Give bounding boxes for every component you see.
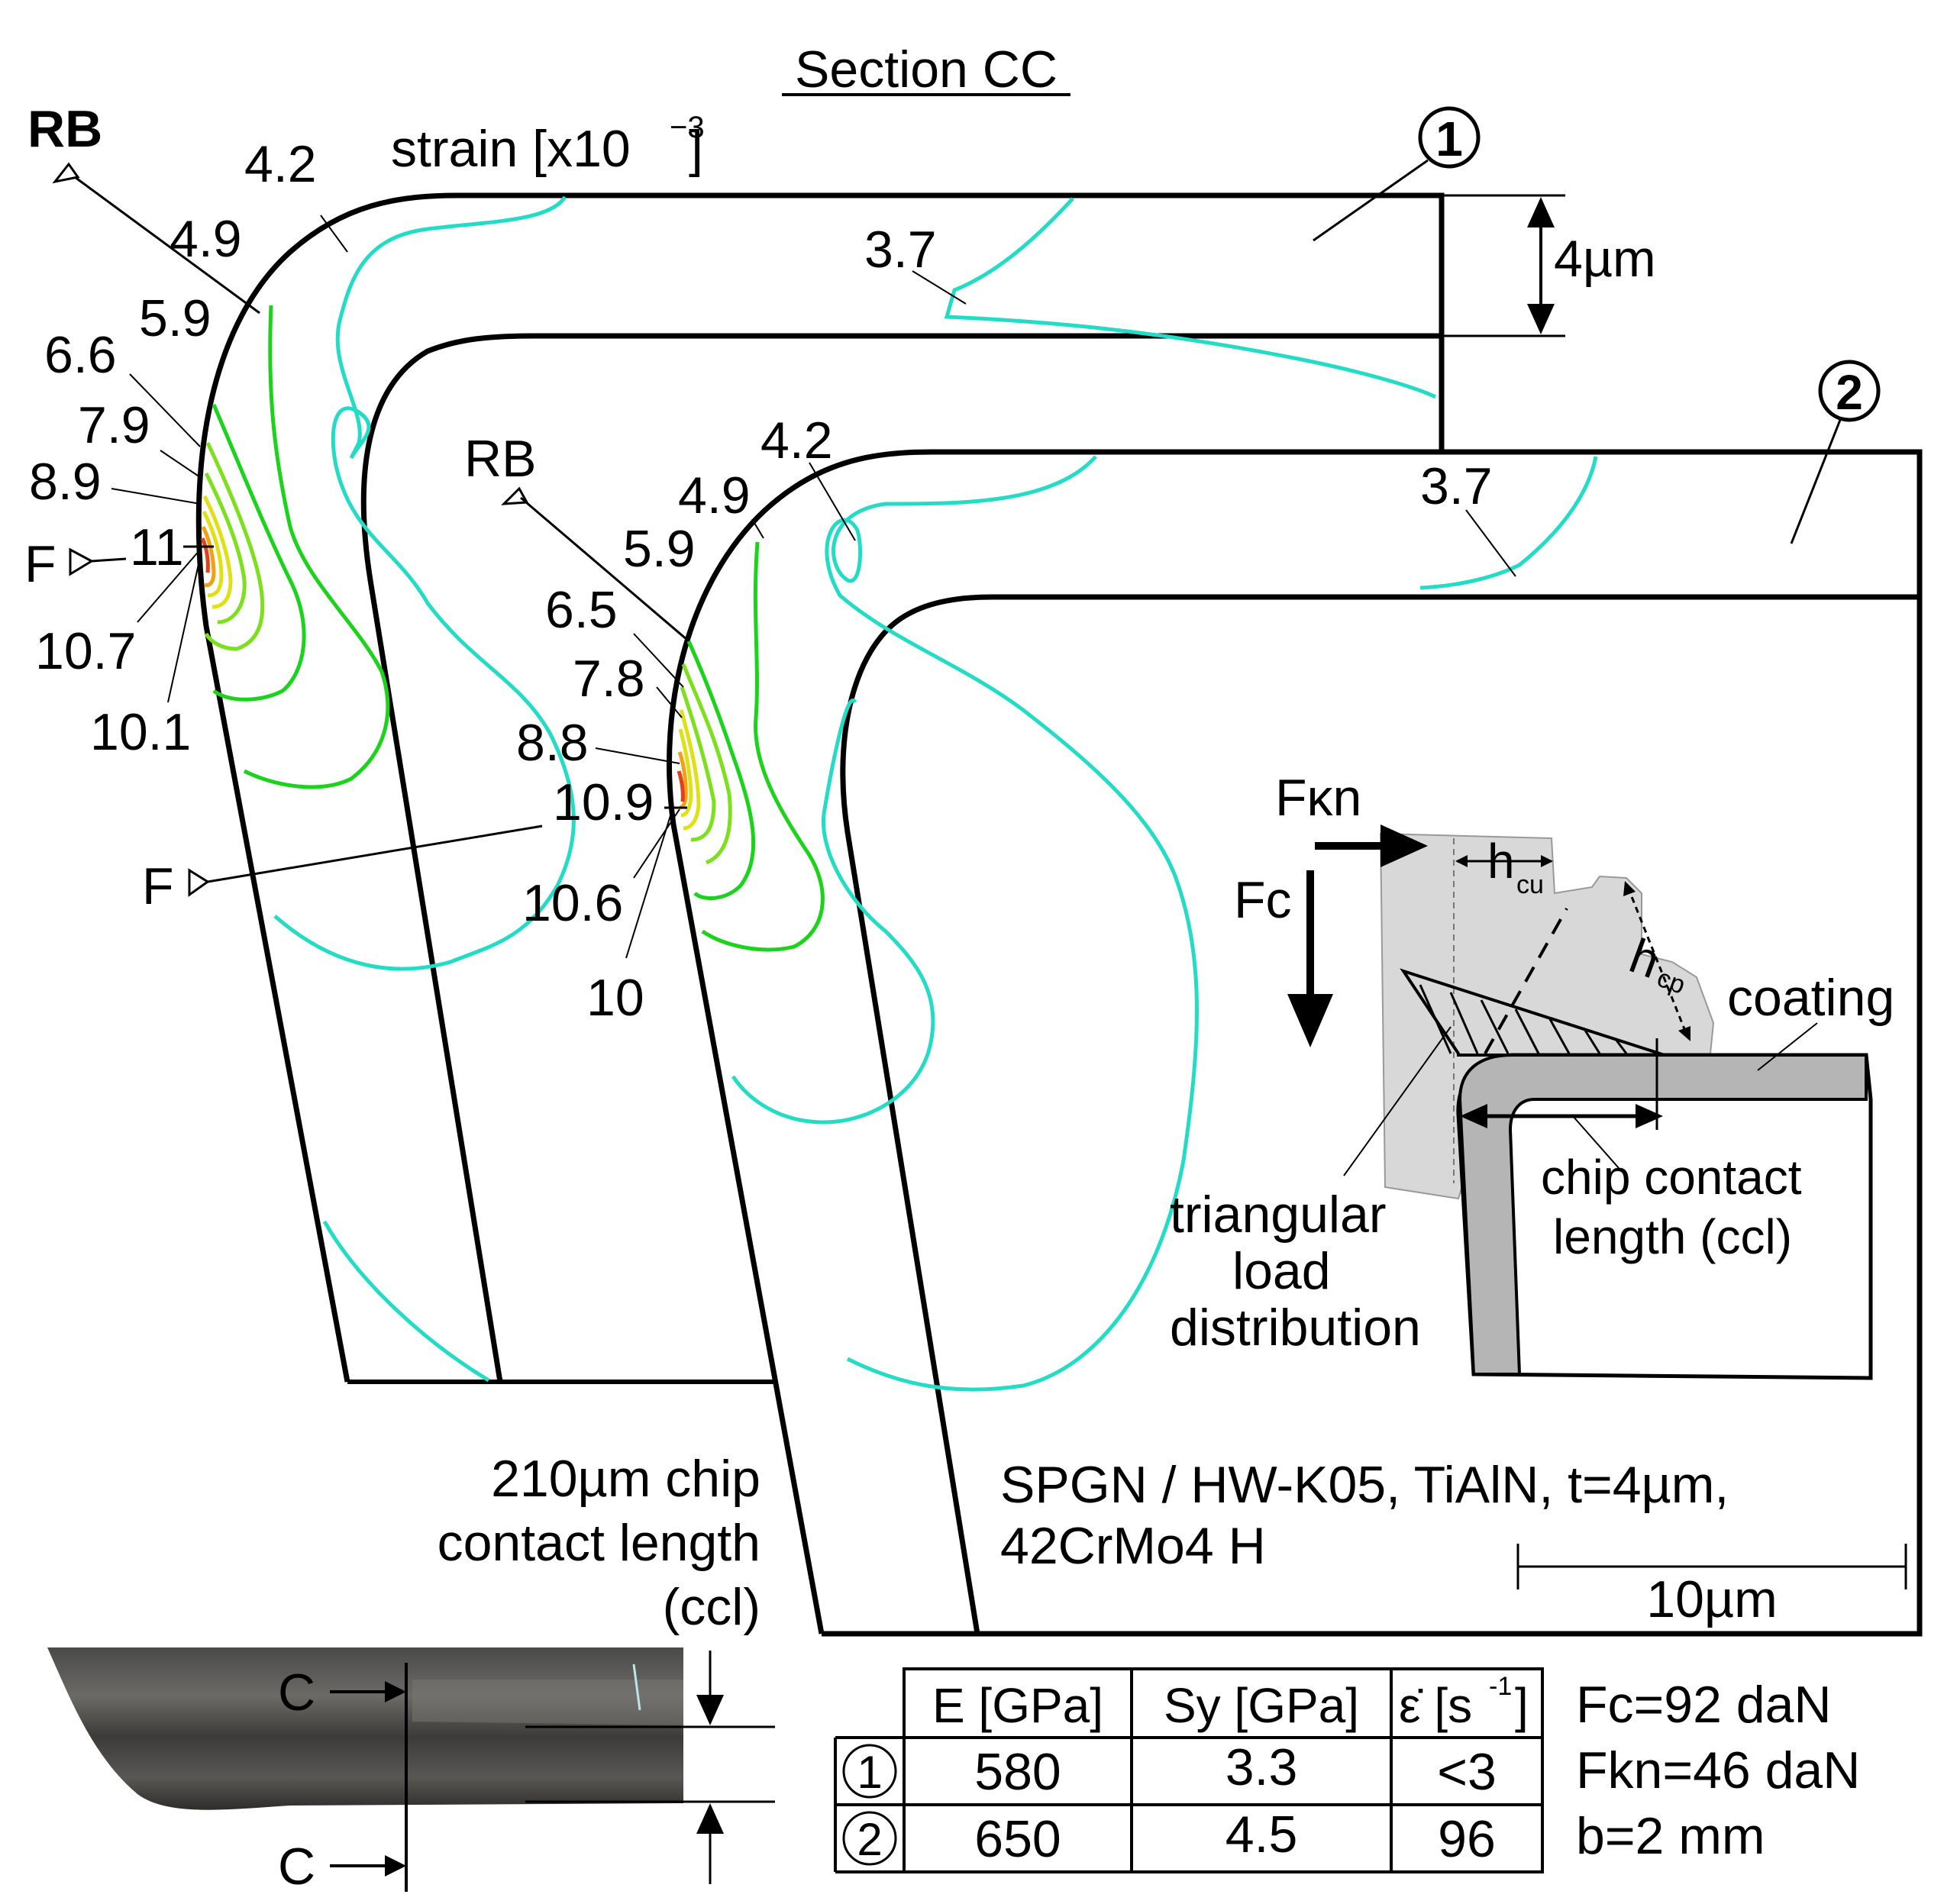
svg-text:h: h	[1487, 834, 1515, 889]
model-2-contours	[677, 455, 1598, 1392]
row-2-rate: 96	[1438, 1810, 1496, 1868]
svg-text:210µm chip: 210µm chip	[491, 1450, 760, 1508]
section-title: Section CC	[795, 40, 1058, 98]
row-2-mark: 2	[857, 1814, 882, 1865]
svg-text:6.5: 6.5	[545, 581, 618, 639]
svg-text:2: 2	[1836, 365, 1863, 420]
svg-text:(ccl): (ccl)	[663, 1578, 760, 1636]
force-values: Fc=92 daN Fkn=46 daN b=2 mm	[1576, 1676, 1860, 1865]
tool-photo: C C	[47, 1647, 775, 1896]
svg-text:load: load	[1232, 1242, 1331, 1300]
row-2-e: 650	[974, 1810, 1061, 1868]
col-header-sy: Sy [GPa]	[1164, 1678, 1359, 1733]
svg-text:length (ccl): length (ccl)	[1553, 1209, 1792, 1264]
fkn-arrow	[1380, 825, 1428, 867]
svg-text:4.9: 4.9	[678, 466, 751, 524]
svg-text:5.9: 5.9	[623, 520, 696, 578]
f-marker-1	[69, 547, 95, 576]
svg-text:cu: cu	[1516, 870, 1544, 899]
svg-text:8.8: 8.8	[516, 714, 589, 772]
svg-text:4.9: 4.9	[170, 210, 242, 268]
svg-text:Fkn=46 daN: Fkn=46 daN	[1576, 1741, 1860, 1799]
svg-text:10.6: 10.6	[522, 874, 623, 932]
spec-line-1: SPGN / HW-K05, TiAlN, t=4µm,	[1000, 1456, 1729, 1514]
row-1-mark: 1	[857, 1747, 882, 1798]
svg-text:4µm: 4µm	[1554, 230, 1656, 288]
svg-text:10µm: 10µm	[1646, 1570, 1777, 1628]
svg-text:Fc=92 daN: Fc=92 daN	[1576, 1676, 1832, 1734]
svg-text:1: 1	[1435, 111, 1463, 166]
svg-text:7.8: 7.8	[573, 650, 645, 708]
coating-layer	[1458, 1054, 1868, 1376]
fc-arrow	[1287, 994, 1333, 1047]
triangular-load	[1400, 968, 1665, 1057]
svg-text:10.7: 10.7	[35, 622, 136, 680]
svg-text:b=2 mm: b=2 mm	[1576, 1807, 1765, 1865]
row-1-e: 580	[974, 1743, 1061, 1801]
svg-text:chip contact: chip contact	[1541, 1150, 1802, 1205]
svg-text:−3: −3	[670, 111, 705, 144]
model-1-marker	[1418, 106, 1481, 169]
svg-text:strain [x10: strain [x10	[391, 120, 631, 178]
svg-text:3.7: 3.7	[864, 221, 937, 279]
model-1-outline	[195, 192, 1445, 1384]
section-mark-bottom: C	[278, 1838, 315, 1896]
svg-text:5.9: 5.9	[139, 289, 212, 347]
property-table: E [GPa] Sy [GPa] ε̇ [s -1 ] 1 580 3.3 <3…	[834, 1667, 1544, 1873]
svg-text:contact length: contact length	[438, 1514, 760, 1572]
model-2-marker	[1818, 360, 1881, 422]
col-header-e: E [GPa]	[932, 1678, 1103, 1733]
svg-text:10.9: 10.9	[553, 773, 654, 831]
svg-text:6.6: 6.6	[44, 326, 117, 384]
f-label-2: F	[142, 857, 174, 915]
fc-label: Fc	[1234, 871, 1292, 929]
section-mark-top: C	[278, 1664, 315, 1722]
row-1-sy: 3.3	[1225, 1738, 1298, 1796]
model-2-labels: RB 4.2 4.9 5.9 6.5 7.8 8.8 10.9 F 10.6 1…	[142, 360, 1881, 1027]
rb-marker-2	[501, 486, 529, 505]
rb-marker-1	[52, 162, 80, 184]
row-2-sy: 4.5	[1225, 1806, 1298, 1864]
svg-text:distribution: distribution	[1170, 1299, 1421, 1357]
model-1-labels: RB 4.2 4.9 5.9 6.6 7.9 8.9 F 11 10.7 10.…	[24, 100, 1656, 761]
svg-text:]: ]	[689, 120, 703, 178]
col-header-rate: ε̇ [s	[1399, 1678, 1472, 1733]
rb-label-2: RB	[464, 430, 536, 488]
f-label-1: F	[24, 535, 57, 593]
strain-unit-label: strain [x10 −3 ]	[391, 111, 705, 178]
thickness-dimension: 4µm	[1442, 194, 1656, 337]
svg-text:11: 11	[130, 518, 184, 576]
model-1-contours	[200, 195, 1437, 1383]
row-1-rate: <3	[1437, 1743, 1497, 1801]
rb-label-1: RB	[27, 100, 102, 158]
svg-text:10.1: 10.1	[90, 703, 191, 761]
svg-text:-1: -1	[1489, 1672, 1512, 1701]
svg-text:10: 10	[586, 969, 644, 1027]
f-marker-2	[188, 868, 210, 897]
chip-caption: 210µm chip contact length (ccl)	[438, 1450, 760, 1636]
spec-line-2: 42CrMo4 H	[1000, 1517, 1266, 1575]
svg-text:8.9: 8.9	[29, 453, 102, 511]
svg-text:4.2: 4.2	[244, 135, 317, 193]
svg-text:7.9: 7.9	[78, 396, 150, 454]
coating-label: coating	[1727, 969, 1894, 1027]
svg-text:4.2: 4.2	[760, 411, 833, 470]
svg-text:3.7: 3.7	[1420, 457, 1493, 515]
svg-text:triangular: triangular	[1170, 1186, 1387, 1244]
svg-text:]: ]	[1515, 1678, 1529, 1733]
scale-bar: 10µm	[1516, 1544, 1907, 1628]
load-schematic: Fκn Fc h cu h cp coating triangular load…	[1170, 769, 1894, 1380]
fkn-label: Fκn	[1275, 769, 1361, 827]
